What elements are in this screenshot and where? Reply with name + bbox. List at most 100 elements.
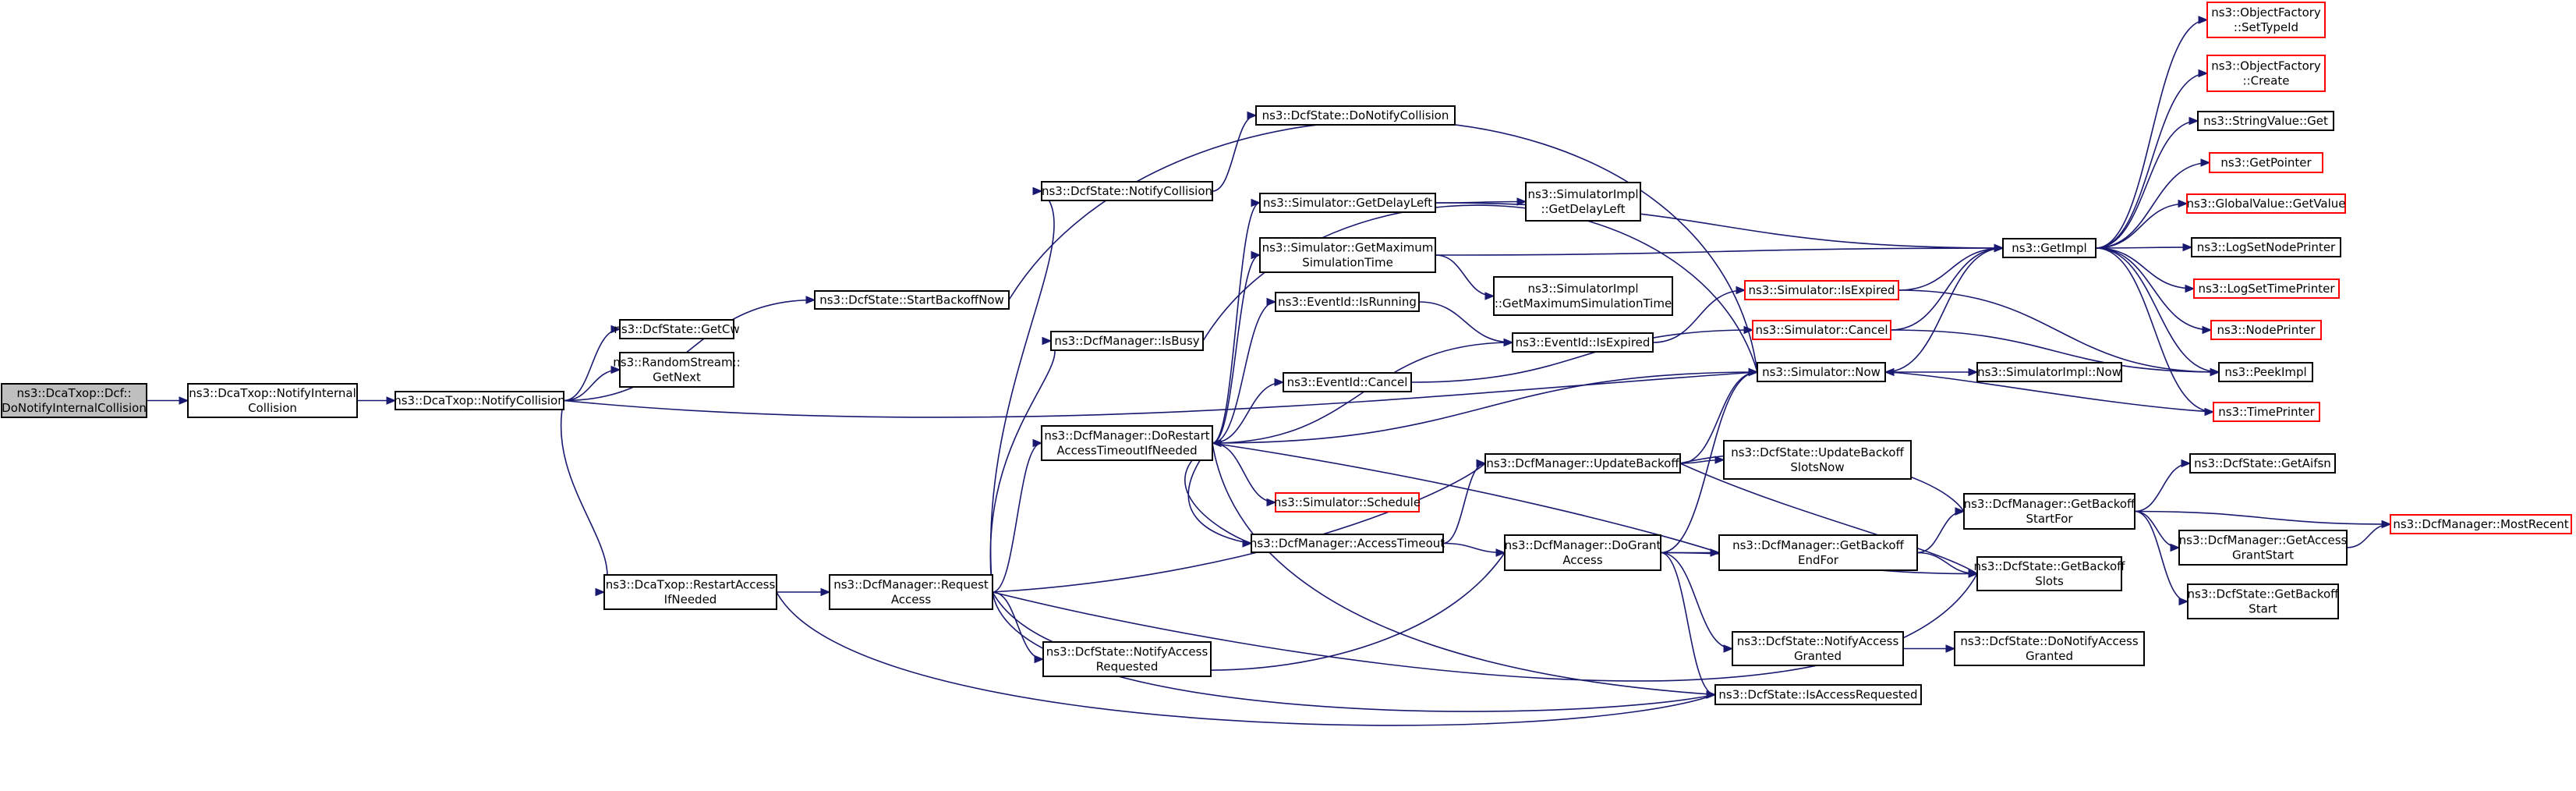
- node-simIsExpired[interactable]: ns3::Simulator::IsExpired: [1744, 280, 1899, 300]
- node-label-logSetNodePrinter-0: ns3::LogSetNodePrinter: [2197, 240, 2336, 254]
- node-label-notifyInternalCollision-0: ns3::DcaTxop::NotifyInternal: [189, 386, 356, 400]
- node-label-accessTimeout-0: ns3::DcfManager::AccessTimeout: [1250, 537, 1445, 551]
- edge-getBackoffStartFor-to-mostRecent: [2134, 510, 2392, 529]
- edge-isExpired-to-simIsExpired: [1652, 286, 1746, 343]
- edges-layer: [147, 16, 2392, 726]
- node-notifyInternalCollision[interactable]: ns3::DcaTxop::NotifyInternalCollision: [187, 383, 358, 418]
- node-label-updateBackoffSlotsNow-0: ns3::DcfState::UpdateBackoff: [1731, 445, 1904, 459]
- node-getPointer[interactable]: ns3::GetPointer: [2209, 152, 2323, 173]
- edge-doGrantAccess-to-notifyAccessGranted: [1660, 552, 1734, 653]
- node-label-notifyAccessGranted-0: ns3::DcfState::NotifyAccess: [1737, 634, 1899, 648]
- edge-simNow-to-getImpl: [1884, 243, 2005, 373]
- edge-getImpl-to-timePrinter: [2095, 247, 2215, 417]
- edge-requestAccess-to-notifyAccessRequested: [992, 591, 1045, 664]
- edge-requestAccess-to-doRestart: [992, 438, 1043, 593]
- node-stringValueGet[interactable]: ns3::StringValue::Get: [2197, 111, 2334, 131]
- node-label-doGrantAccess-1: Access: [1562, 553, 1603, 567]
- node-nodePrinter[interactable]: ns3::NodePrinter: [2210, 320, 2322, 340]
- node-peekImpl[interactable]: ns3::PeekImpl: [2218, 362, 2313, 382]
- edge-root-to-notifyInternalCollision: [147, 396, 189, 405]
- node-notifyCollision[interactable]: ns3::DcaTxop::NotifyCollision: [394, 391, 565, 410]
- node-label-getMaxSimTime-0: ns3::Simulator::GetMaximum: [1262, 241, 1434, 255]
- edge-requestAccess-to-isBusy: [989, 336, 1056, 593]
- edge-getImpl-to-ofCreate: [2095, 69, 2209, 249]
- node-root: ns3::DcaTxop::Dcf::DoNotifyInternalColli…: [1, 383, 147, 418]
- node-accessTimeout[interactable]: ns3::DcfManager::AccessTimeout: [1250, 534, 1445, 553]
- node-doNotifyCollision[interactable]: ns3::DcfState::DoNotifyCollision: [1255, 105, 1456, 126]
- edge-eventCancel-to-simCancel: [1410, 325, 1754, 383]
- edge-getImpl-to-nodePrinter: [2095, 247, 2213, 335]
- node-globalValueGet[interactable]: ns3::GlobalValue::GetValue: [2186, 193, 2346, 214]
- node-getCw[interactable]: ns3::DcfState::GetCw: [614, 319, 740, 339]
- node-simCancel[interactable]: ns3::Simulator::Cancel: [1752, 320, 1891, 340]
- node-isRunning[interactable]: ns3::EventId::IsRunning: [1275, 292, 1420, 312]
- node-dcfNotifyCollision[interactable]: ns3::DcfState::NotifyCollision: [1041, 181, 1213, 201]
- node-implGetMaxSimTime[interactable]: ns3::SimulatorImpl::GetMaximumSimulation…: [1493, 276, 1673, 316]
- node-label-getBackoffStart-1: Start: [2249, 602, 2277, 616]
- edge-doRestart-to-getMaxSimTime: [1212, 250, 1261, 444]
- node-label-globalValueGet-0: ns3::GlobalValue::GetValue: [2186, 197, 2345, 211]
- node-label-implNow-0: ns3::SimulatorImpl::Now: [1977, 365, 2121, 379]
- edge-doGrantAccess-to-simNow: [1660, 367, 1759, 554]
- node-label-startBackoffNow-0: ns3::DcfState::StartBackoffNow: [819, 293, 1004, 307]
- node-isExpired[interactable]: ns3::EventId::IsExpired: [1512, 332, 1654, 353]
- node-label-getNext-1: GetNext: [653, 371, 701, 385]
- node-getMaxSimTime[interactable]: ns3::Simulator::GetMaximumSimulationTime: [1259, 237, 1436, 273]
- node-label-mostRecent-0: ns3::DcfManager::MostRecent: [2393, 517, 2568, 531]
- node-logSetNodePrinter[interactable]: ns3::LogSetNodePrinter: [2191, 237, 2341, 257]
- node-label-logSetTimePrinter-0: ns3::LogSetTimePrinter: [2198, 282, 2335, 296]
- node-isAccessRequested[interactable]: ns3::DcfState::IsAccessRequested: [1714, 684, 1922, 705]
- node-getImpl[interactable]: ns3::GetImpl: [2002, 238, 2097, 258]
- node-timePrinter[interactable]: ns3::TimePrinter: [2213, 402, 2320, 422]
- edge-notifyCollision-to-restartAccess: [560, 400, 608, 597]
- edge-getImpl-to-peekImpl: [2095, 247, 2220, 377]
- node-label-requestAccess-1: Access: [891, 593, 932, 607]
- node-schedule[interactable]: ns3::Simulator::Schedule: [1274, 492, 1421, 513]
- node-label-updateBackoff-0: ns3::DcfManager::UpdateBackoff: [1486, 456, 1679, 470]
- node-isBusy[interactable]: ns3::DcfManager::IsBusy: [1050, 331, 1204, 351]
- edge-isRunning-to-isExpired: [1418, 301, 1514, 347]
- node-implGetDelayLeft[interactable]: ns3::SimulatorImpl::GetDelayLeft: [1525, 182, 1641, 222]
- node-label-schedule-0: ns3::Simulator::Schedule: [1274, 495, 1421, 509]
- node-label-isExpired-0: ns3::EventId::IsExpired: [1516, 335, 1651, 349]
- node-getNext[interactable]: ns3::RandomStream::GetNext: [613, 352, 741, 388]
- node-startBackoffNow[interactable]: ns3::DcfState::StartBackoffNow: [814, 290, 1010, 310]
- node-label-setTypeId-1: ::SetTypeId: [2234, 20, 2298, 34]
- node-logSetTimePrinter[interactable]: ns3::LogSetTimePrinter: [2193, 278, 2340, 299]
- node-setTypeId[interactable]: ns3::ObjectFactory::SetTypeId: [2206, 2, 2326, 38]
- node-label-getPointer-0: ns3::GetPointer: [2220, 156, 2312, 170]
- node-label-getImpl-0: ns3::GetImpl: [2012, 241, 2086, 255]
- node-label-simNow-0: ns3::Simulator::Now: [1762, 365, 1881, 379]
- node-getAifsn[interactable]: ns3::DcfState::GetAifsn: [2189, 453, 2336, 474]
- node-updateBackoff[interactable]: ns3::DcfManager::UpdateBackoff: [1484, 453, 1681, 474]
- node-implNow[interactable]: ns3::SimulatorImpl::Now: [1976, 362, 2122, 382]
- edge-requestAccess-to-dcfNotifyCollision: [989, 186, 1055, 593]
- node-label-simIsExpired-0: ns3::Simulator::IsExpired: [1748, 283, 1895, 297]
- edge-notifyCollision-to-simNow: [563, 367, 1759, 418]
- node-label-getAccessGrantStart-1: GrantStart: [2232, 548, 2294, 562]
- node-simNow[interactable]: ns3::Simulator::Now: [1757, 362, 1886, 382]
- node-mostRecent[interactable]: ns3::DcfManager::MostRecent: [2390, 514, 2572, 534]
- node-label-stringValueGet-0: ns3::StringValue::Get: [2203, 114, 2328, 128]
- node-label-notifyCollision-0: ns3::DcaTxop::NotifyCollision: [394, 394, 565, 408]
- edge-accessTimeout-to-doGrantAccess: [1442, 542, 1506, 557]
- node-label-getBackoffStart-0: ns3::DcfState::GetBackoff: [2188, 587, 2340, 601]
- node-eventCancel[interactable]: ns3::EventId::Cancel: [1283, 372, 1412, 392]
- node-doRestart[interactable]: ns3::DcfManager::DoRestartAccessTimeoutI…: [1041, 425, 1213, 461]
- node-getDelayLeft[interactable]: ns3::Simulator::GetDelayLeft: [1259, 193, 1436, 213]
- node-label-implGetDelayLeft-0: ns3::SimulatorImpl: [1527, 187, 1638, 201]
- node-ofCreate[interactable]: ns3::ObjectFactory::Create: [2206, 55, 2326, 92]
